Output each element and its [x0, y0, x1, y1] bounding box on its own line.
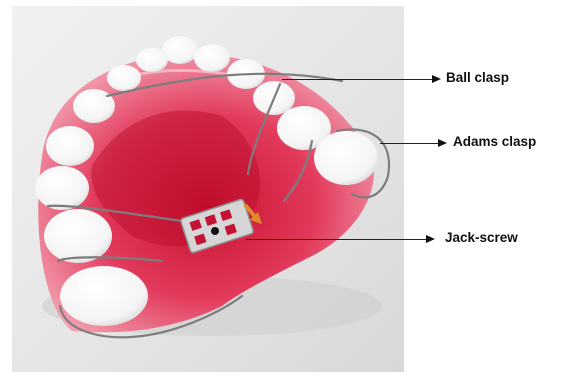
- jack-screw-label: Jack-screw: [445, 230, 518, 245]
- tooth: [136, 48, 168, 72]
- screw-hole: [211, 227, 219, 235]
- tooth: [44, 209, 112, 263]
- adams-clasp-label: Adams clasp: [453, 134, 536, 149]
- tooth: [107, 65, 141, 91]
- jack-screw-leader-line: [246, 239, 426, 240]
- tooth: [46, 126, 94, 166]
- jack-screw-arrow-icon: [426, 235, 435, 243]
- tooth: [194, 44, 230, 72]
- adams-clasp-arrow-icon: [438, 139, 447, 147]
- ball-clasp-label: Ball clasp: [446, 70, 509, 85]
- adams-clasp-leader-line: [380, 143, 438, 144]
- tooth: [35, 166, 89, 210]
- appliance-photo: [12, 6, 404, 372]
- ball-clasp-leader-line: [282, 79, 432, 80]
- tooth: [60, 266, 148, 326]
- tooth: [314, 131, 378, 185]
- tooth: [73, 89, 115, 123]
- removable-appliance-illustration: [12, 6, 404, 372]
- ball-clasp-arrow-icon: [432, 75, 441, 83]
